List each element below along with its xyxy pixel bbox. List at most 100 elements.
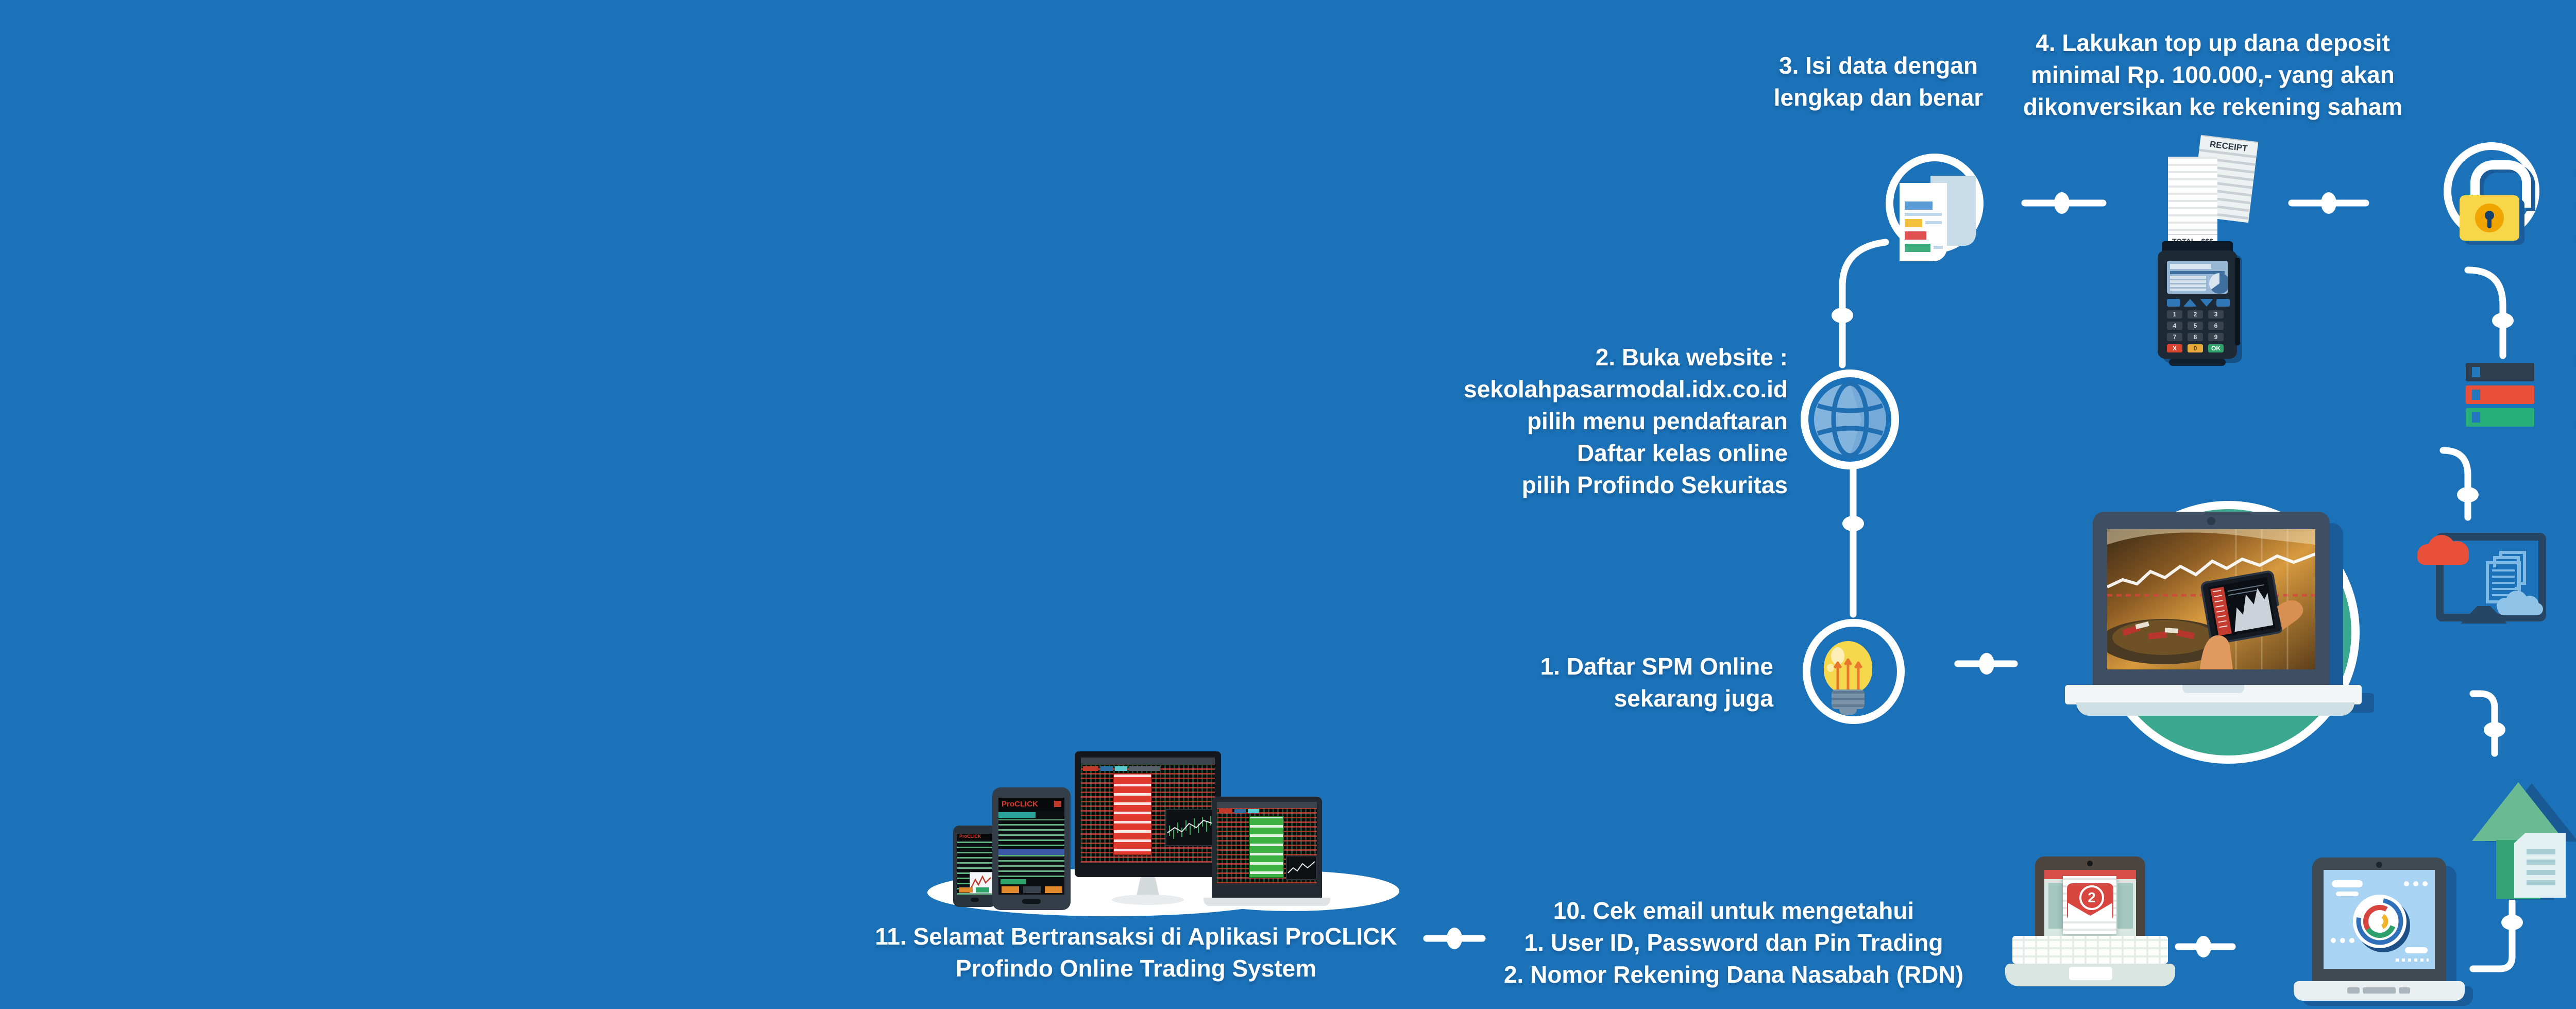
laptop9-base xyxy=(2294,981,2465,1001)
phone-small: ProCLICK xyxy=(953,826,996,907)
step-10-line: 1. User ID, Password dan Pin Trading xyxy=(1524,929,1943,956)
phone-table-rows xyxy=(998,819,1064,877)
email-badge: 2 xyxy=(2079,885,2104,910)
keypad-key: 9 xyxy=(2208,333,2224,341)
step-10-text: 10. Cek email untuk mengetahui 1. User I… xyxy=(1494,895,1973,990)
step-10-line: 2. Nomor Rekening Dana Nasabah (RDN) xyxy=(1503,961,1964,988)
bulb-filament xyxy=(1833,658,1863,693)
step-2-text: 2. Buka website : sekolahpasarmodal.idx.… xyxy=(1340,341,1788,501)
step-3-text: 3. Isi data dengan lengkap dan benar xyxy=(1744,49,2012,113)
monitor-toolbar-chip xyxy=(1083,766,1098,771)
step-11-line: 11. Selamat Bertransaksi di Aplikasi Pro… xyxy=(875,923,1397,950)
phone-button xyxy=(959,887,973,893)
keypad-key: 3 xyxy=(2208,310,2224,318)
arrow-doc-line xyxy=(2527,880,2555,885)
step-2-line: sekolahpasarmodal.idx.co.id xyxy=(1464,376,1788,402)
phone-home-slot xyxy=(971,898,979,902)
screen-dots xyxy=(2404,881,2428,886)
screen-bar xyxy=(2405,947,2428,953)
laptop-mini-chart xyxy=(1286,855,1317,880)
lock-body xyxy=(2460,195,2519,241)
doc-bar-green xyxy=(1905,244,1930,252)
terminal-foot xyxy=(2169,359,2226,366)
cloud-monitor-icon xyxy=(2416,531,2550,629)
terminal-screen-pie xyxy=(2209,273,2228,294)
step-2-line: 2. Buka website : xyxy=(1595,344,1788,371)
trading-laptop-small-base xyxy=(1204,898,1330,906)
bulb-glass xyxy=(1824,641,1872,694)
keypad-key: 1 xyxy=(2167,310,2182,318)
keypad-ok-key: OK xyxy=(2208,344,2224,352)
loader-graphic xyxy=(2353,895,2410,952)
laptop-menubar xyxy=(1217,802,1317,808)
step-3-line: 3. Isi data dengan xyxy=(1779,52,1978,79)
terminal-body: 1 2 3 4 5 6 7 8 9 X 0 OK xyxy=(2158,250,2237,359)
phone-app-name: ProCLICK xyxy=(1002,800,1038,809)
laptop10-body xyxy=(2005,964,2175,986)
phone-button xyxy=(1045,886,1062,893)
lock-icon xyxy=(2444,142,2539,245)
base-notch xyxy=(2363,987,2396,994)
connector-3-2 xyxy=(1839,239,1889,368)
doc-bar-red xyxy=(1905,231,1926,240)
bulb-highlight xyxy=(1827,664,1834,672)
laptop-toolbar-chip xyxy=(1234,809,1246,813)
monitor-buy-panel xyxy=(1113,773,1152,855)
phone-app-name: ProCLICK xyxy=(959,834,981,839)
step-1-line: sekarang juga xyxy=(1614,685,1773,712)
monitor-trading-screen xyxy=(1081,758,1215,863)
step-4-line: minimal Rp. 100.000,- yang akan xyxy=(2031,61,2395,88)
doc-bar-yellow xyxy=(1905,219,1922,227)
monitor-toolbar-chip xyxy=(1115,766,1127,771)
email-list-icon xyxy=(2466,363,2534,427)
arrow-doc-line xyxy=(2527,849,2555,854)
webcam-dot xyxy=(2087,861,2093,866)
laptop10-screen: 2 xyxy=(2044,870,2136,938)
step-1-text: 1. Daftar SPM Online sekarang juga xyxy=(1438,650,1773,714)
webcam-dot xyxy=(2207,517,2215,525)
phone-close-icon xyxy=(1054,801,1061,807)
connector-dot xyxy=(1842,516,1864,531)
connector-dot xyxy=(2492,313,2514,328)
lightbulb-icon xyxy=(1803,619,1905,724)
step-3-line: lengkap dan benar xyxy=(1773,84,1984,111)
terminal-screen xyxy=(2167,261,2228,294)
keypad-key: 6 xyxy=(2208,322,2224,330)
phone-small-screen: ProCLICK xyxy=(957,834,992,895)
connector-dot xyxy=(2321,192,2336,214)
step-4-line: dikonversikan ke rekening saham xyxy=(2023,93,2403,120)
trading-photo xyxy=(2107,529,2315,669)
screen-dots xyxy=(2331,938,2354,943)
laptop-toolbar-chip xyxy=(1248,809,1259,813)
connector-dot xyxy=(1832,308,1853,323)
trading-laptop-lip xyxy=(2076,702,2354,716)
phone-button xyxy=(1023,886,1041,893)
step-1-line: 1. Daftar SPM Online xyxy=(1540,653,1773,680)
trading-laptop-small xyxy=(1212,797,1322,898)
base-notch xyxy=(2347,987,2360,994)
screen-panel-teal xyxy=(2117,883,2133,929)
connector-7-8 xyxy=(2469,690,2498,757)
list-bar-checkbox xyxy=(2472,390,2480,400)
terminal-up-key xyxy=(2183,299,2197,307)
phone-home-slot xyxy=(1022,899,1041,904)
laptop-toolbar-chip xyxy=(1219,809,1232,813)
trading-laptop-base xyxy=(2065,685,2362,704)
trading-laptop-frame xyxy=(2093,512,2330,685)
touchpad xyxy=(2069,967,2112,980)
lock-keyhole xyxy=(2485,211,2494,220)
list-bar-navy xyxy=(2466,363,2534,381)
receipt-label: RECEIPT xyxy=(2199,138,2258,156)
arrow-doc-line xyxy=(2527,860,2555,865)
arrow-doc-line xyxy=(2527,870,2555,875)
lock-keyhole-stem xyxy=(2487,218,2492,228)
phone-subheader xyxy=(998,812,1036,818)
blue-cloud-icon xyxy=(2498,603,2543,615)
bulb-tip xyxy=(1839,708,1857,715)
terminal-card-stripe xyxy=(2235,258,2240,345)
email-laptop-icon: 2 xyxy=(2005,855,2175,988)
screen-bar xyxy=(2336,892,2359,896)
keypad-key: 2 xyxy=(2188,310,2203,318)
connector-8-9 xyxy=(2469,898,2516,972)
connector-dot xyxy=(2054,192,2070,214)
